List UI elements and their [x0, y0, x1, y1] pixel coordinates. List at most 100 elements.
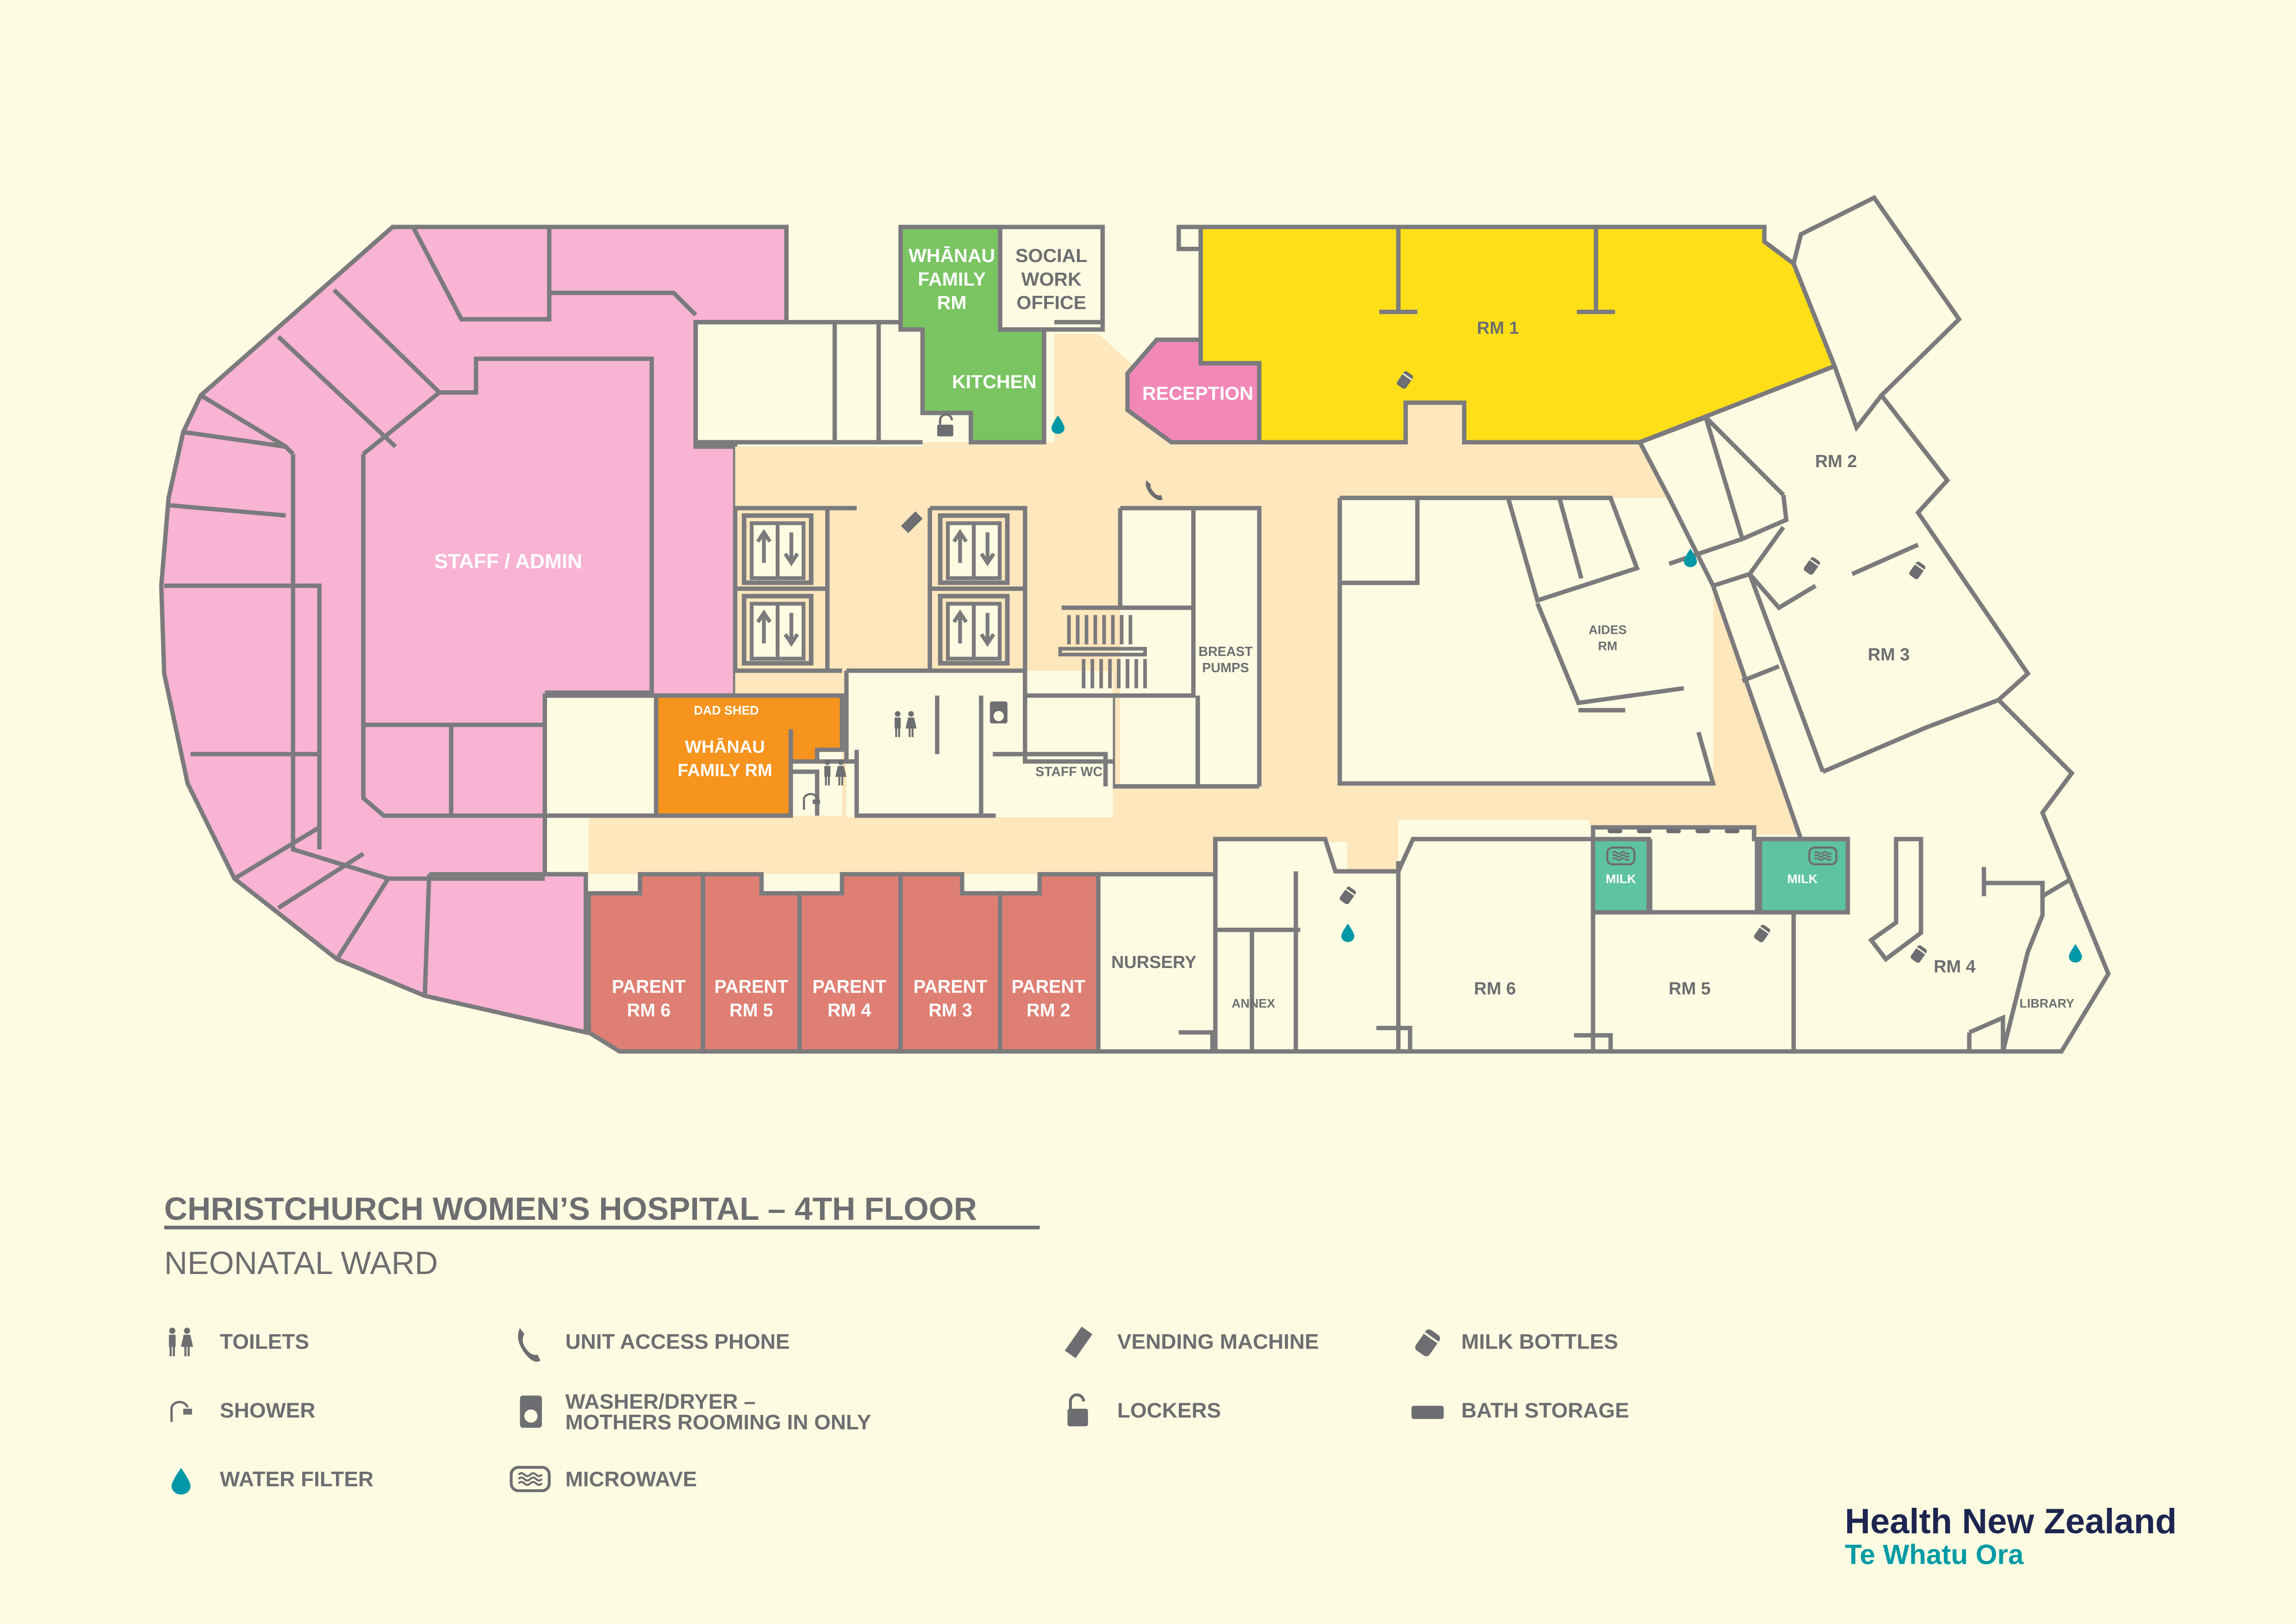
legend-item-lockers: LOCKERS [1067, 1393, 1221, 1426]
right-wing [1636, 194, 2111, 1054]
vending-machine-icon [1064, 1326, 1093, 1358]
legend-label-2: MOTHERS ROOMING IN ONLY [566, 1410, 871, 1434]
legend-label: SHOWER [220, 1398, 315, 1422]
social-work-office-label-2: WORK [1021, 269, 1082, 290]
svg-text:WASHER/DRYER –MOTHERS ROOMING: WASHER/DRYER –MOTHERS ROOMING IN ONLY [566, 1389, 871, 1434]
dad-shed-label: DAD SHED [694, 704, 759, 718]
title-underline [164, 1225, 1040, 1230]
stairs [1058, 615, 1147, 688]
legend-label: LOCKERS [1117, 1398, 1221, 1422]
annex-label: ANNEX [1232, 996, 1275, 1010]
lockers-icon [937, 413, 953, 437]
legend-item-toilets: TOILETS [168, 1327, 309, 1356]
parent-rm-4-label-2: RM 4 [828, 1000, 871, 1020]
rm1-label: RM 1 [1477, 319, 1519, 338]
map-title: CHRISTCHURCH WOMEN’S HOSPITAL – 4TH FLOO… [164, 1191, 977, 1227]
legend-label: UNIT ACCESS PHONE [566, 1329, 790, 1353]
rm6-label: RM 6 [1474, 979, 1516, 999]
washer-dryer-icon [520, 1395, 542, 1428]
whanau-family-rm-orange-label-2: FAMILY RM [678, 761, 772, 781]
legend-label: WASHER/DRYER – [566, 1389, 756, 1413]
legend-item-phone: UNIT ACCESS PHONE [518, 1328, 790, 1362]
reception-label: RECEPTION [1142, 383, 1253, 404]
shower-icon [170, 1400, 192, 1422]
lifts [733, 506, 1027, 673]
social-work-office-label-3: OFFICE [1016, 292, 1086, 313]
parent-rm-2-label: PARENT [1012, 977, 1086, 997]
legend-item-washer-dryer: WASHER/DRYER –MOTHERS ROOMING IN ONLY [520, 1389, 871, 1434]
kitchen-label: KITCHEN [952, 371, 1037, 392]
social-work-office-label: SOCIAL [1015, 245, 1087, 266]
breast-pumps-label: BREAST [1199, 644, 1253, 659]
rm-1[interactable] [1198, 225, 1838, 445]
brand-name: Health New Zealand [1845, 1502, 2177, 1541]
phone-icon [1145, 480, 1163, 500]
legend-item-microwave: MICROWAVE [511, 1467, 697, 1491]
staff-wc-label: STAFF WC [1035, 765, 1102, 780]
legend-item-shower: SHOWER [170, 1398, 315, 1422]
milk-bottles-icon [1413, 1328, 1442, 1358]
washer-dryer-icon [989, 701, 1008, 724]
milk-room-right[interactable] [1757, 837, 1850, 915]
whanau-family-rm-label-3: RM [937, 292, 967, 313]
rm4-label: RM 4 [1934, 957, 1976, 976]
legend-label: BATH STORAGE [1461, 1398, 1629, 1422]
parent-rm-3[interactable] [898, 872, 1002, 1054]
parent-rm-6-label-2: RM 6 [627, 1000, 671, 1020]
legend-label: MILK BOTTLES [1461, 1329, 1618, 1353]
legend-label: MICROWAVE [566, 1467, 697, 1491]
rm2-label: RM 2 [1815, 452, 1857, 471]
microwave-shelf [1607, 829, 1740, 833]
parent-rm-5[interactable] [701, 872, 802, 1054]
legend-label: WATER FILTER [220, 1467, 373, 1491]
nursery-label: NURSERY [1111, 953, 1196, 972]
parent-rm-4[interactable] [797, 872, 903, 1054]
brand-maori-name: Te Whatu Ora [1845, 1539, 2024, 1570]
staff-admin-label: STAFF / ADMIN [434, 550, 582, 573]
milk-right-label: MILK [1787, 872, 1818, 886]
rm3-label: RM 3 [1868, 645, 1910, 665]
lockers-icon [1067, 1393, 1088, 1426]
microwave-icon [511, 1468, 549, 1491]
parent-rm-2-label-2: RM 2 [1027, 1000, 1070, 1020]
bath-storage-icon [1411, 1405, 1444, 1419]
legend-item-water-filter: WATER FILTER [171, 1467, 373, 1495]
parent-rm-6[interactable] [586, 872, 705, 1054]
vending-machine-icon [901, 511, 923, 533]
rm5-label: RM 5 [1669, 979, 1711, 999]
parent-rm-6-label: PARENT [612, 977, 686, 997]
breast-pumps-label-2: PUMPS [1202, 661, 1249, 675]
parent-rm-3-label-2: RM 3 [928, 1000, 972, 1020]
phone-icon [518, 1328, 541, 1362]
legend-item-vending: VENDING MACHINE [1064, 1326, 1319, 1358]
parent-rm-5-label: PARENT [714, 977, 788, 997]
aides-rm-label: AIDES [1589, 623, 1627, 637]
whanau-family-rm-label: WHĀNAU [908, 245, 995, 266]
parent-rm-2[interactable] [998, 872, 1101, 1054]
parent-rm-5-label-2: RM 5 [729, 1000, 773, 1020]
legend-label: VENDING MACHINE [1117, 1329, 1319, 1353]
parent-rooms [586, 872, 1101, 1054]
legend-item-bath-storage: BATH STORAGE [1411, 1398, 1629, 1422]
parent-rm-3-label: PARENT [914, 977, 988, 997]
milk-left-label: MILK [1605, 872, 1636, 886]
legend-item-milk-bottles: MILK BOTTLES [1413, 1328, 1618, 1358]
map-icons [803, 370, 2082, 964]
milk-room-left[interactable] [1591, 837, 1651, 915]
legend: TOILETS UNIT ACCESS PHONE VENDING MACHIN… [168, 1326, 1629, 1495]
aides-rm-label-2: RM [1598, 639, 1618, 653]
legend-label: TOILETS [220, 1329, 309, 1353]
library-label: LIBRARY [2019, 996, 2074, 1010]
shower-icon [803, 793, 820, 810]
